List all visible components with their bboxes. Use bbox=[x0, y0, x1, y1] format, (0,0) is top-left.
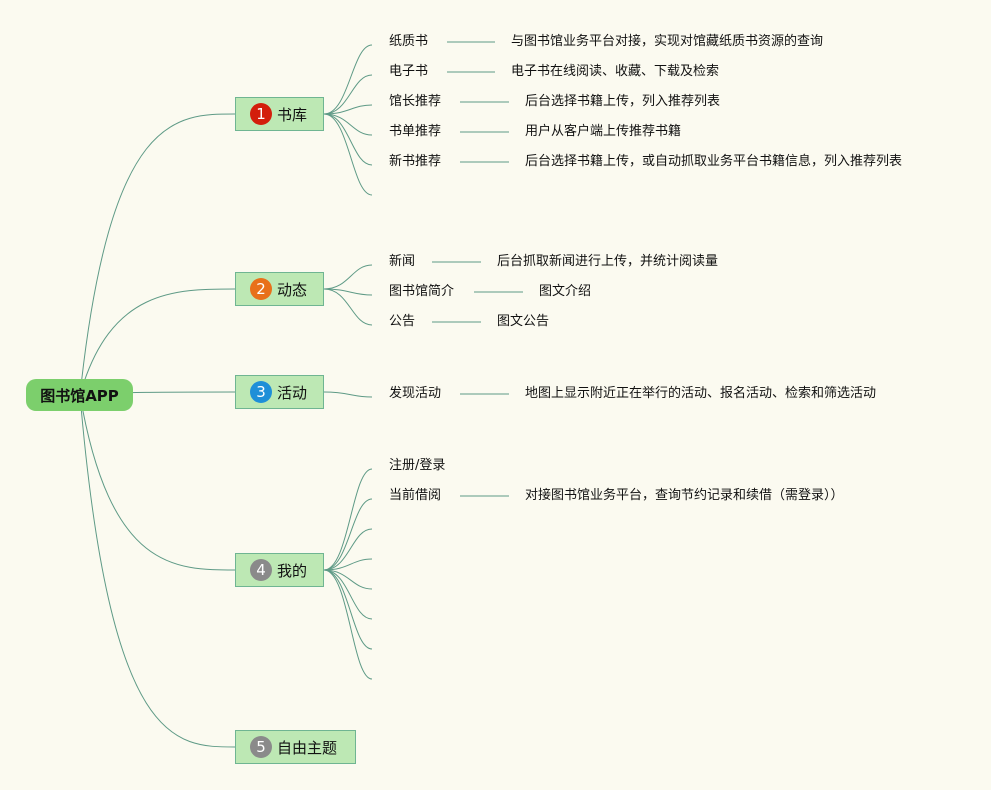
branch-label[interactable]: 发现活动 bbox=[389, 386, 442, 401]
number-badge-icon: 4 bbox=[250, 559, 272, 581]
branch-link-1-2 bbox=[323, 74, 373, 115]
branch-link-1-1 bbox=[323, 44, 373, 115]
branch-note[interactable]: 用户从客户端上传推荐书籍 bbox=[525, 124, 682, 139]
branch-link-1-4 bbox=[323, 113, 373, 136]
topic-label: 书库 bbox=[277, 105, 308, 124]
branch-label[interactable]: 电子书 bbox=[389, 64, 429, 79]
branch-label[interactable]: 纸质书 bbox=[389, 34, 429, 49]
branch-note[interactable]: 地图上显示附近正在举行的活动、报名活动、检索和筛选活动 bbox=[525, 386, 877, 401]
branch-note[interactable]: 后台抓取新闻进行上传，并统计阅读量 bbox=[497, 254, 719, 269]
branch-label[interactable]: 公告 bbox=[389, 314, 416, 329]
number-badge-icon: 1 bbox=[250, 103, 272, 125]
branch-label[interactable]: 当前借阅 bbox=[389, 488, 442, 503]
branch-note[interactable]: 后台选择书籍上传，列入推荐列表 bbox=[525, 94, 721, 109]
branch-link-4-2 bbox=[323, 498, 373, 571]
branch-link-3-1 bbox=[323, 391, 373, 398]
branch-link-2-1 bbox=[323, 264, 373, 290]
branch-link-4-1 bbox=[323, 468, 373, 571]
branch-note[interactable]: 电子书在线阅读、收藏、下载及检索 bbox=[511, 64, 720, 79]
root-link-5 bbox=[79, 394, 236, 748]
branch-link-1-6 bbox=[323, 113, 373, 196]
branch-label[interactable]: 注册/登录 bbox=[389, 458, 446, 473]
number-badge-icon: 2 bbox=[250, 278, 272, 300]
topic-node-3[interactable]: 3 活动 bbox=[235, 375, 324, 409]
branch-link-4-5 bbox=[323, 569, 373, 590]
root-link-2 bbox=[79, 288, 236, 396]
branch-link-4-8 bbox=[323, 569, 373, 680]
branch-note[interactable]: 后台选择书籍上传，或自动抓取业务平台书籍信息，列入推荐列表 bbox=[525, 154, 903, 169]
branch-note[interactable]: 与图书馆业务平台对接，实现对馆藏纸质书资源的查询 bbox=[511, 34, 824, 49]
root-link-1 bbox=[79, 113, 236, 396]
topic-label: 我的 bbox=[277, 561, 308, 580]
branch-note[interactable]: 对接图书馆业务平台，查询节约记录和续借（需登录）） bbox=[525, 488, 844, 503]
branch-label[interactable]: 新书推荐 bbox=[389, 154, 442, 169]
branch-link-4-7 bbox=[323, 569, 373, 650]
topic-label: 活动 bbox=[277, 383, 308, 402]
root-label: 图书馆APP bbox=[40, 386, 119, 405]
branch-label[interactable]: 书单推荐 bbox=[389, 124, 442, 139]
root-link-4 bbox=[79, 394, 236, 571]
branch-note[interactable]: 图文公告 bbox=[497, 314, 550, 329]
branch-label[interactable]: 新闻 bbox=[389, 254, 416, 269]
topic-node-5[interactable]: 5 自由主题 bbox=[235, 730, 356, 764]
topic-node-4[interactable]: 4 我的 bbox=[235, 553, 324, 587]
topic-node-1[interactable]: 1 书库 bbox=[235, 97, 324, 131]
branch-label[interactable]: 图书馆简介 bbox=[389, 284, 455, 299]
branch-link-1-3 bbox=[323, 104, 373, 115]
topic-label: 自由主题 bbox=[277, 738, 338, 757]
number-badge-icon: 3 bbox=[250, 381, 272, 403]
topic-node-2[interactable]: 2 动态 bbox=[235, 272, 324, 306]
branch-link-1-5 bbox=[323, 113, 373, 166]
branch-link-4-3 bbox=[323, 528, 373, 571]
branch-link-4-4 bbox=[323, 558, 373, 571]
branch-note[interactable]: 图文介绍 bbox=[539, 284, 592, 299]
branch-link-4-6 bbox=[323, 569, 373, 620]
topic-label: 动态 bbox=[277, 280, 308, 299]
branch-label[interactable]: 馆长推荐 bbox=[389, 94, 442, 109]
number-badge-icon: 5 bbox=[250, 736, 272, 758]
root-node[interactable]: 图书馆APP bbox=[26, 379, 133, 411]
branch-link-2-3 bbox=[323, 288, 373, 326]
